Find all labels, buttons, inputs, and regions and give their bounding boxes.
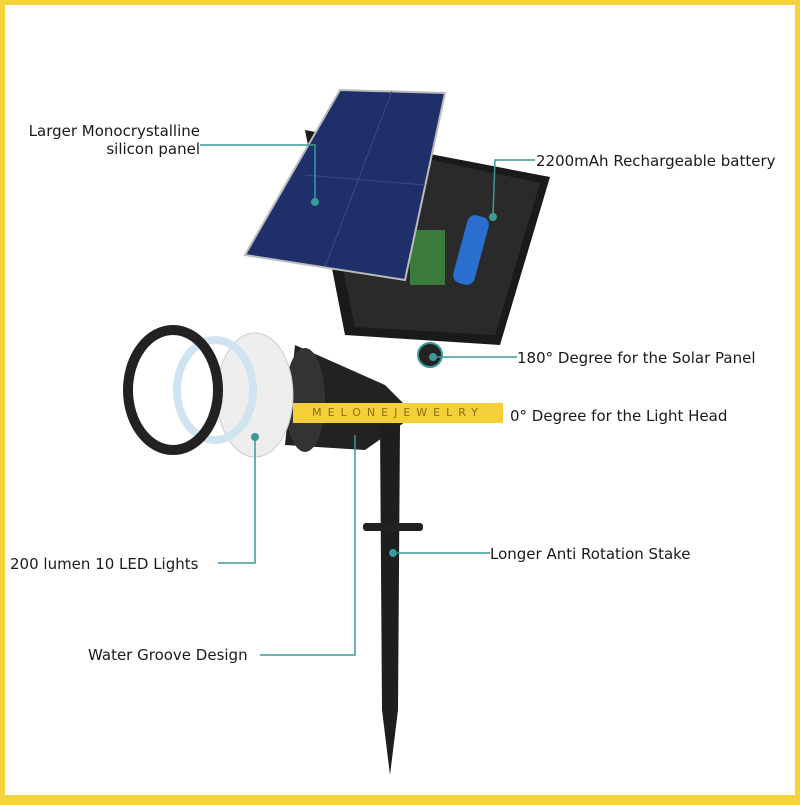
watermark: MELONEJEWELRY — [293, 403, 503, 423]
label-leds: 200 lumen 10 LED Lights — [10, 555, 199, 573]
product-diagram: Larger Monocrystalline silicon panel 220… — [5, 5, 795, 795]
product-illustration — [123, 88, 550, 775]
lens-ring — [123, 325, 223, 455]
callout-lines — [200, 144, 535, 656]
circuit-board — [410, 230, 445, 285]
label-solar-angle: 180° Degree for the Solar Panel — [517, 349, 756, 367]
label-panel-line2: silicon panel — [106, 140, 200, 158]
solar-panel — [243, 88, 447, 282]
stake — [380, 425, 400, 775]
label-stake: Longer Anti Rotation Stake — [490, 545, 691, 563]
label-battery: 2200mAh Rechargeable battery — [536, 152, 776, 170]
label-head-angle: 0° Degree for the Light Head — [510, 407, 728, 425]
battery-graphic — [453, 215, 489, 285]
label-panel: Larger Monocrystalline silicon panel — [15, 122, 200, 158]
label-panel-line1: Larger Monocrystalline — [28, 122, 200, 140]
label-groove: Water Groove Design — [88, 646, 248, 664]
